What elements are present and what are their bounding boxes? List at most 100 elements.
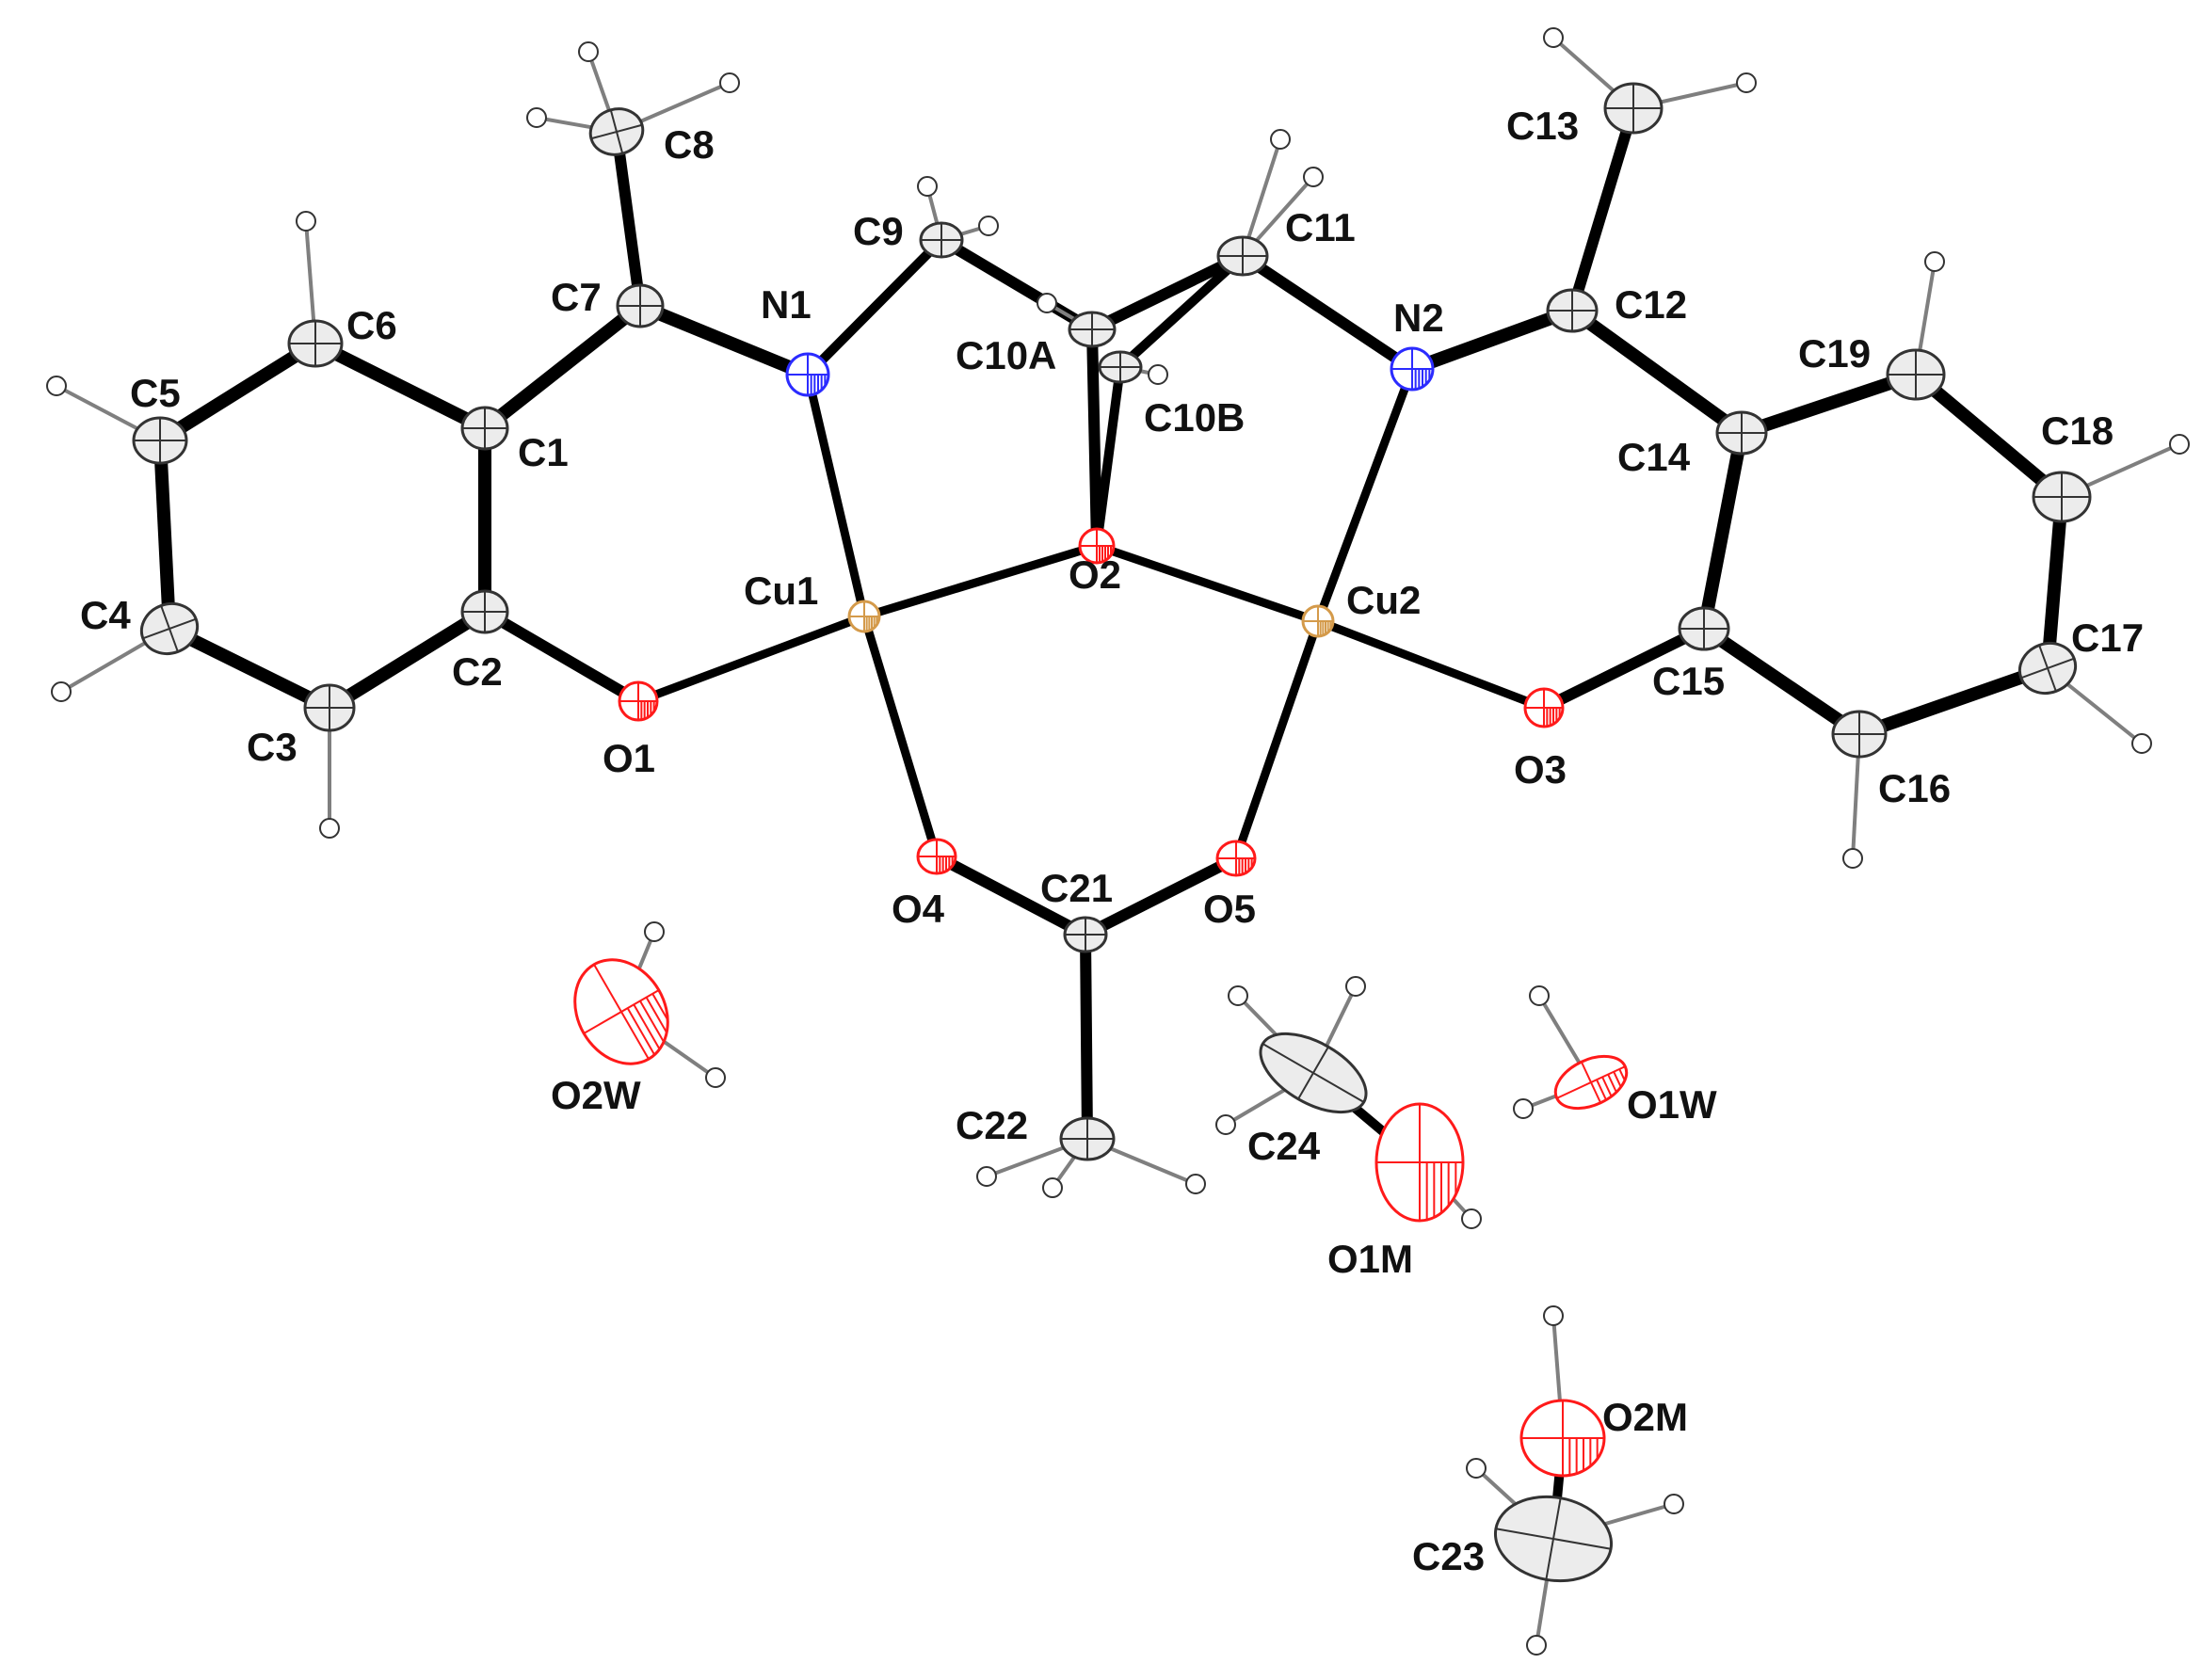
- bond-c10a-c11: [1086, 250, 1248, 335]
- bond-c19-c14: [1735, 368, 1922, 440]
- hydrogen-atom-c8: [578, 41, 599, 62]
- atom-cu2: [1301, 604, 1335, 638]
- bond-c10b-c11: [1116, 251, 1247, 372]
- label-C18: C18: [2041, 408, 2114, 453]
- bond-n1-cu1: [803, 370, 869, 621]
- label-C8: C8: [664, 122, 715, 167]
- atom-o1: [618, 680, 659, 722]
- hydrogen-atom-o2w: [644, 921, 665, 942]
- hydrogen-atom-c24: [1215, 1114, 1236, 1135]
- hydrogen-atom-c11: [1270, 129, 1291, 150]
- ellipsoid-axis: [609, 109, 624, 154]
- bond-c4-c5: [153, 434, 176, 635]
- atom-c9: [919, 221, 964, 259]
- atom-c14: [1715, 410, 1768, 456]
- label-C16: C16: [1878, 766, 1951, 810]
- label-C10A: C10A: [956, 333, 1056, 377]
- bond-c10b-o2: [1092, 362, 1125, 551]
- bond-c15-o3: [1538, 623, 1710, 713]
- hydrogen-atom-c22: [1042, 1177, 1063, 1198]
- atom-c3: [303, 683, 356, 732]
- ellipsoid-axis: [160, 605, 179, 652]
- hydrogen-atom-c23: [1526, 1635, 1547, 1656]
- label-C3: C3: [247, 725, 297, 769]
- label-C4: C4: [80, 593, 131, 637]
- atom-cu1: [847, 600, 881, 633]
- atom-c11: [1216, 235, 1269, 277]
- bond-c12-c14: [1566, 304, 1748, 440]
- ellipsoid-hatch: [633, 1003, 661, 1050]
- atom-o3: [1523, 687, 1565, 728]
- label-C15: C15: [1652, 659, 1725, 703]
- label-C24: C24: [1247, 1124, 1321, 1168]
- hydrogen-atom-c13: [1543, 27, 1564, 48]
- hydrogen-atom-c6: [296, 211, 316, 232]
- hydrogen-atom-o1w: [1529, 985, 1550, 1006]
- bond-o5-c21: [1080, 853, 1242, 940]
- atom-c6: [287, 319, 344, 368]
- label-C22: C22: [956, 1103, 1028, 1147]
- hydrogen-atom-c9: [978, 216, 999, 236]
- atom-o1m: [1374, 1102, 1465, 1223]
- bond-c2-c3: [323, 605, 491, 714]
- ellipsoid-axis: [1297, 1046, 1329, 1100]
- hydrogen-atom-c9: [917, 176, 938, 197]
- label-O2W: O2W: [551, 1073, 641, 1117]
- atom-n2: [1390, 346, 1435, 392]
- label-Cu1: Cu1: [744, 568, 818, 613]
- bond-c11-n2: [1237, 250, 1418, 375]
- atom-c16: [1831, 710, 1888, 759]
- label-C9: C9: [853, 209, 904, 253]
- label-C17: C17: [2071, 616, 2144, 660]
- label-C10B: C10B: [1144, 395, 1245, 440]
- atom-o2m: [1519, 1399, 1606, 1478]
- atom-c21: [1063, 916, 1108, 953]
- bond-o1-cu1: [634, 612, 869, 706]
- label-C13: C13: [1506, 104, 1579, 148]
- label-O2: O2: [1069, 552, 1121, 597]
- atom-c10a: [1068, 311, 1117, 348]
- bond-c18-c19: [1909, 368, 2068, 504]
- atom-o2: [1078, 527, 1116, 565]
- atom-o4: [916, 838, 957, 875]
- atom-c2: [460, 589, 509, 634]
- bond-c2-o1: [479, 606, 644, 707]
- hydrogen-atom-c18: [2169, 434, 2190, 455]
- hydrogen-atom-c19: [1924, 251, 1945, 272]
- bond-n2-c12: [1406, 304, 1579, 376]
- atom-c8: [588, 107, 645, 156]
- bond-c1-c7: [478, 299, 647, 435]
- label-C19: C19: [1798, 331, 1871, 376]
- hydrogen-atom-c8: [526, 107, 547, 128]
- ellipsoid-hatch: [1613, 1071, 1622, 1088]
- atom-c15: [1678, 606, 1730, 651]
- ellipsoid-axis: [1545, 1497, 1562, 1580]
- bond-o5-cu2: [1231, 616, 1323, 863]
- ellipsoid-axis: [1580, 1061, 1602, 1104]
- hydrogen-atom-o2w: [705, 1067, 726, 1088]
- ellipsoid-axis: [2038, 645, 2057, 692]
- bond-c17-c18: [2041, 490, 2068, 675]
- ellipsoid-hatch: [1596, 1079, 1607, 1101]
- bond-c5-c6: [153, 337, 322, 447]
- atom-c10b: [1098, 350, 1143, 384]
- ellipsoid-hatch: [639, 1000, 665, 1043]
- bond-o4-c21: [931, 851, 1091, 940]
- label-layer: C1 C2 C3 C4 C5 C6 C7 C8 C9 C10A C10B C11…: [80, 104, 2144, 1578]
- atom-c12: [1546, 288, 1599, 333]
- bond-c6-c1: [309, 337, 491, 435]
- hydrogen-atom-c8: [719, 72, 740, 93]
- atom-c24: [1259, 1032, 1368, 1114]
- hydrogen-atom-c11: [1303, 167, 1324, 187]
- bond-layer: [56, 36, 2180, 1646]
- bond-c10a-o2: [1086, 324, 1102, 552]
- atom-c23: [1493, 1495, 1614, 1583]
- atom-c4: [139, 602, 200, 655]
- bond-c7-n1: [634, 299, 814, 381]
- label-C7: C7: [551, 275, 602, 319]
- label-C14: C14: [1617, 435, 1691, 479]
- bond-c15-c16: [1697, 622, 1866, 741]
- atom-n1: [785, 352, 830, 397]
- atom-c19: [1886, 348, 1946, 401]
